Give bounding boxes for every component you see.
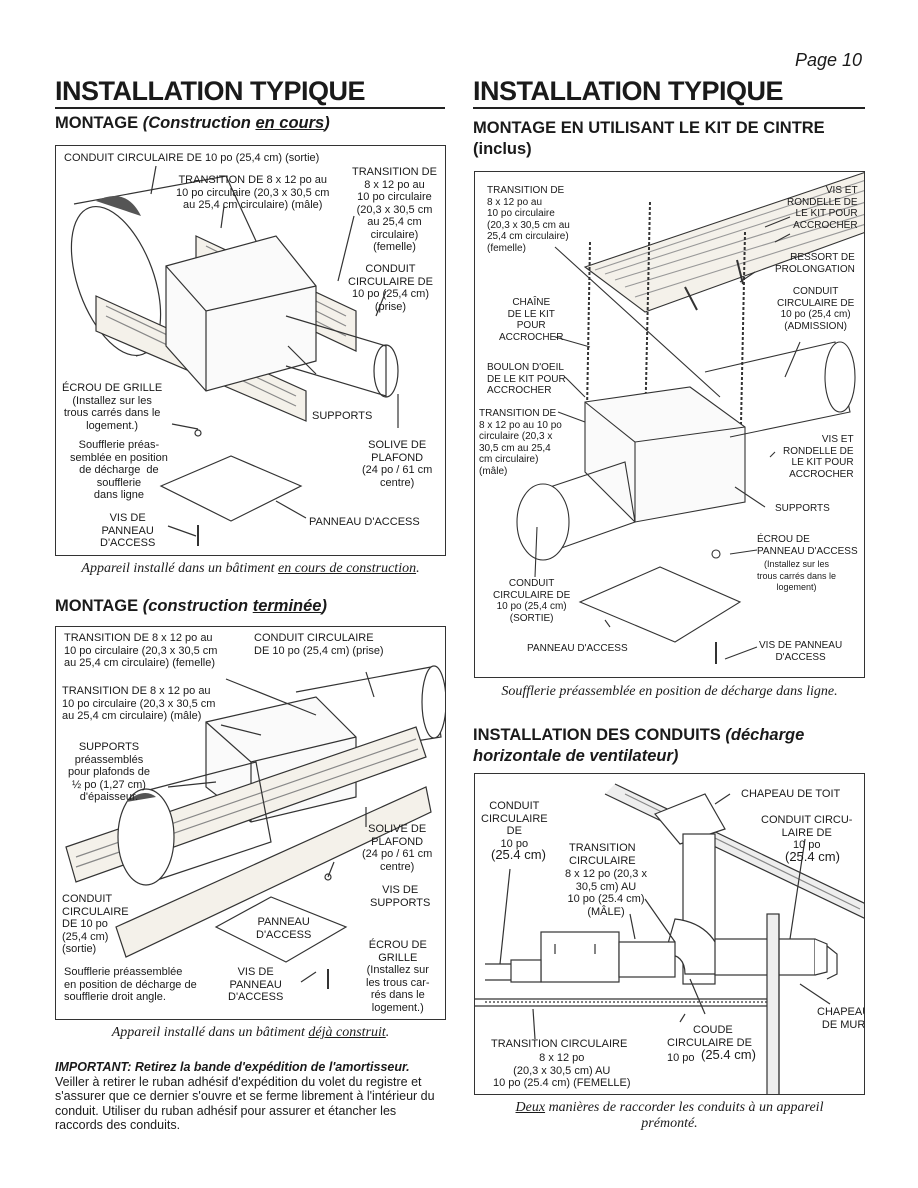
caption-en-cours: Appareil installé dans un bâtiment en co… bbox=[81, 561, 420, 576]
right-sec1-heading: MONTAGE EN UTILISANT LE KIT DE CINTRE (i… bbox=[473, 119, 825, 158]
label-vis-panneau: VIS DE PANNEAU D'ACCESS bbox=[100, 512, 156, 549]
figure-kit-cintre-drawing bbox=[516, 172, 864, 664]
figure-en-cours-drawing bbox=[70, 165, 399, 546]
label-k-chaine: CHAÎNE DE LE KIT POUR ACCROCHER bbox=[499, 297, 564, 343]
label-t2-solive: SOLIVE DE PLAFOND (24 po / 61 cm centre) bbox=[362, 823, 433, 873]
label-k-panneau: PANNEAU D'ACCESS bbox=[527, 643, 628, 654]
important-body: Veiller à retirer le ruban adhésif d'exp… bbox=[55, 1074, 435, 1133]
label-k-boulon-oeil: BOULON D'OEIL DE LE KIT POUR ACCROCHER bbox=[487, 362, 566, 396]
figure-conduits-drawing bbox=[475, 783, 864, 1094]
figure-construction-terminee: TRANSITION DE 8 x 12 po au 10 po circula… bbox=[55, 626, 446, 1020]
left-title: INSTALLATION TYPIQUE bbox=[55, 76, 366, 106]
caption-deux-manieres: Deux manières de raccorder les conduits … bbox=[515, 1100, 824, 1131]
label-transition-femelle: TRANSITION DE 8 x 12 po au 10 po circula… bbox=[352, 166, 437, 253]
label-solive: SOLIVE DE PLAFOND (24 po / 61 cm centre) bbox=[362, 439, 433, 489]
label-c-coude: COUDE bbox=[693, 1024, 733, 1036]
label-k-transition-femelle: TRANSITION DE 8 x 12 po au 10 po circula… bbox=[487, 185, 570, 254]
label-t2-ecrou-grille: ÉCROU DE GRILLE (Installez sur les trous… bbox=[366, 939, 430, 1014]
label-panneau-access: PANNEAU D'ACCESS bbox=[309, 516, 420, 528]
important-lead-italic: Retirez la bande d'expédition de l'amort… bbox=[134, 1060, 410, 1074]
label-k-ressort: RESSORT DE PROLONGATION bbox=[775, 252, 855, 275]
label-c-conduit-cm: (25.4 cm) bbox=[701, 1047, 756, 1062]
label-ecrou-grille: ÉCROU DE GRILLE (Installez sur les trous… bbox=[62, 382, 163, 432]
label-k-ecrou-note: (Installez sur les trous carrés dans le … bbox=[757, 559, 837, 592]
label-conduit-prise: CONDUIT CIRCULAIRE DE 10 po (25,4 cm) (p… bbox=[348, 263, 433, 313]
label-t2-vis-panneau: VIS DE PANNEAU D'ACCESS bbox=[228, 966, 284, 1003]
label-k-vis-rondelle-haut: VIS ET RONDELLE DE LE KIT POUR ACCROCHER bbox=[787, 185, 858, 231]
label-c-conduit-po: 10 po bbox=[667, 1052, 695, 1064]
label-t2-conduit-prise: CONDUIT CIRCULAIRE DE 10 po (25,4 cm) (p… bbox=[254, 632, 384, 657]
caption-terminee: Appareil installé dans un bâtiment déjà … bbox=[111, 1025, 390, 1040]
caption-kit-cintre: Soufflerie préassemblée en position de d… bbox=[501, 684, 838, 699]
label-k-conduit-admission: CONDUIT CIRCULAIRE DE 10 po (25,4 cm) (A… bbox=[777, 286, 855, 332]
label-c-conduit-gauche: CONDUIT CIRCULAIRE DE 10 po bbox=[481, 800, 548, 850]
label-k-supports: SUPPORTS bbox=[775, 503, 830, 514]
figure-installation-conduits: CHAPEAU DE TOIT CONDUIT CIRCULAIRE DE 10… bbox=[474, 773, 865, 1095]
left-sec1-heading: MONTAGE (Construction en cours) bbox=[55, 114, 330, 132]
left-sec2-heading: MONTAGE (construction terminée) bbox=[55, 597, 327, 615]
label-c-chapeau-toit: CHAPEAU DE TOIT bbox=[741, 788, 841, 800]
label-c-transition-bas-detail: 8 x 12 po (20,3 x 30,5 cm) AU 10 po (25.… bbox=[493, 1052, 631, 1089]
label-soufflerie: Soufflerie préas- semblée en position de… bbox=[70, 439, 168, 501]
label-conduit-sortie: CONDUIT CIRCULAIRE DE 10 po (25,4 cm) (s… bbox=[64, 152, 320, 164]
label-c-transition-bas: TRANSITION CIRCULAIRE bbox=[491, 1038, 628, 1050]
important-lead: IMPORTANT: bbox=[55, 1060, 135, 1074]
label-t2-transition-femelle: TRANSITION DE 8 x 12 po au 10 po circula… bbox=[64, 632, 218, 669]
label-c-conduit-droite-cm: (25.4 cm) bbox=[785, 849, 840, 864]
figure-terminee-drawing bbox=[65, 665, 445, 989]
figure-kit-cintre: TRANSITION DE 8 x 12 po au 10 po circula… bbox=[474, 171, 865, 678]
label-t2-soufflerie: Soufflerie préassemblée en position de d… bbox=[64, 966, 197, 1003]
right-title-rule bbox=[473, 107, 865, 109]
label-k-vis-panneau: VIS DE PANNEAU D'ACCESS bbox=[759, 640, 843, 663]
label-k-ecrou: ÉCROU DE PANNEAU D'ACCESS bbox=[757, 534, 858, 557]
label-t2-transition-male: TRANSITION DE 8 x 12 po au 10 po circula… bbox=[62, 685, 216, 722]
page-number: Page 10 bbox=[794, 50, 862, 70]
label-t2-supports: SUPPORTS préassemblés pour plafonds de ½… bbox=[68, 741, 150, 803]
label-c-conduit-gauche-cm: (25.4 cm) bbox=[491, 847, 546, 862]
important-note: IMPORTANT: Retirez la bande d'expédition… bbox=[55, 1060, 446, 1133]
label-k-conduit-sortie: CONDUIT CIRCULAIRE DE 10 po (25,4 cm) (S… bbox=[493, 578, 571, 624]
label-t2-panneau: PANNEAU D'ACCESS bbox=[256, 916, 312, 941]
label-c-conduit-circulaire: CIRCULAIRE DE bbox=[667, 1037, 752, 1049]
label-c-chapeau-mur: CHAPEAU DE MUR bbox=[817, 1006, 865, 1031]
label-t2-vis-supports: VIS DE SUPPORTS bbox=[370, 884, 431, 909]
label-c-transition: TRANSITION CIRCULAIRE bbox=[569, 842, 636, 867]
right-title: INSTALLATION TYPIQUE bbox=[473, 76, 784, 106]
left-title-rule bbox=[55, 107, 445, 109]
label-transition-male: TRANSITION DE 8 x 12 po au 10 po circula… bbox=[176, 174, 330, 211]
label-t2-conduit-sortie: CONDUIT CIRCULAIRE DE 10 po (25,4 cm) (s… bbox=[62, 893, 129, 955]
label-k-vis-rondelle-cote: VIS ET RONDELLE DE LE KIT POUR ACCROCHER bbox=[783, 434, 854, 480]
label-c-transition-detail: 8 x 12 po (20,3 x 30,5 cm) AU 10 po (25.… bbox=[565, 868, 647, 918]
label-supports: SUPPORTS bbox=[312, 410, 373, 422]
label-k-transition-male: TRANSITION DE 8 x 12 po au 10 po circula… bbox=[479, 408, 562, 477]
right-sec2-heading: INSTALLATION DES CONDUITS (décharge hori… bbox=[473, 726, 805, 765]
figure-construction-en-cours: CONDUIT CIRCULAIRE DE 10 po (25,4 cm) (s… bbox=[55, 145, 446, 556]
label-c-conduit-droite: CONDUIT CIRCU- LAIRE DE 10 po bbox=[761, 814, 853, 851]
